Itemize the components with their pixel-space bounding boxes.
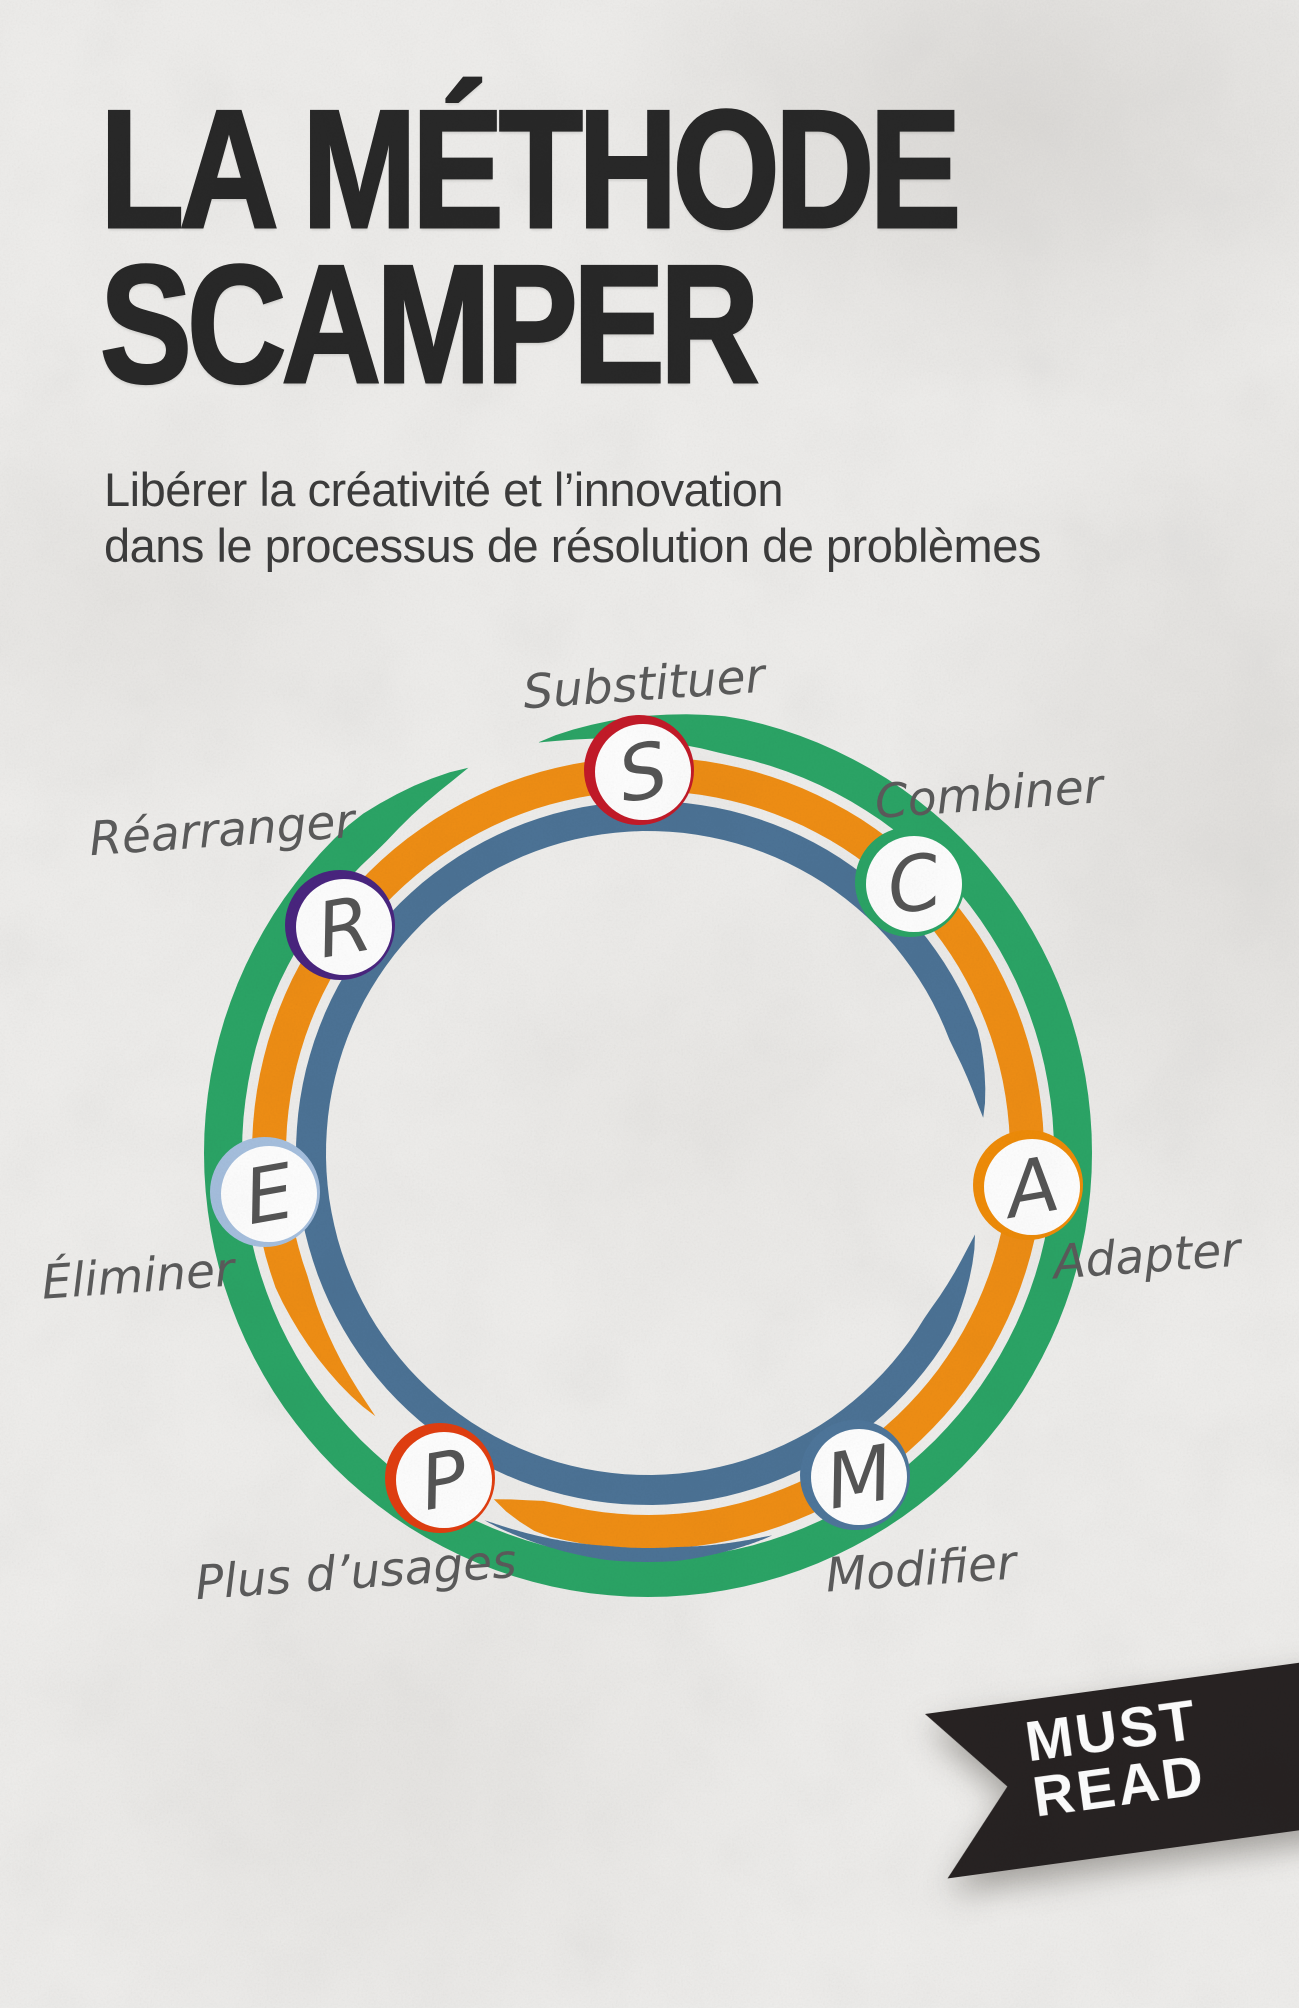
scamper-node-M: M [800,1420,910,1530]
node-label-P: Plus d’usages [194,1534,519,1611]
scamper-node-A: A [973,1130,1083,1240]
node-label-C: Combiner [873,759,1107,830]
scamper-node-E: E [210,1137,320,1247]
node-label-S: Substituer [521,648,769,720]
node-label-E: Éliminer [40,1242,239,1310]
scamper-node-S: S [584,715,694,825]
scamper-node-C: C [855,827,965,937]
scamper-node-R: R [285,870,395,980]
scamper-node-P: P [385,1423,495,1533]
